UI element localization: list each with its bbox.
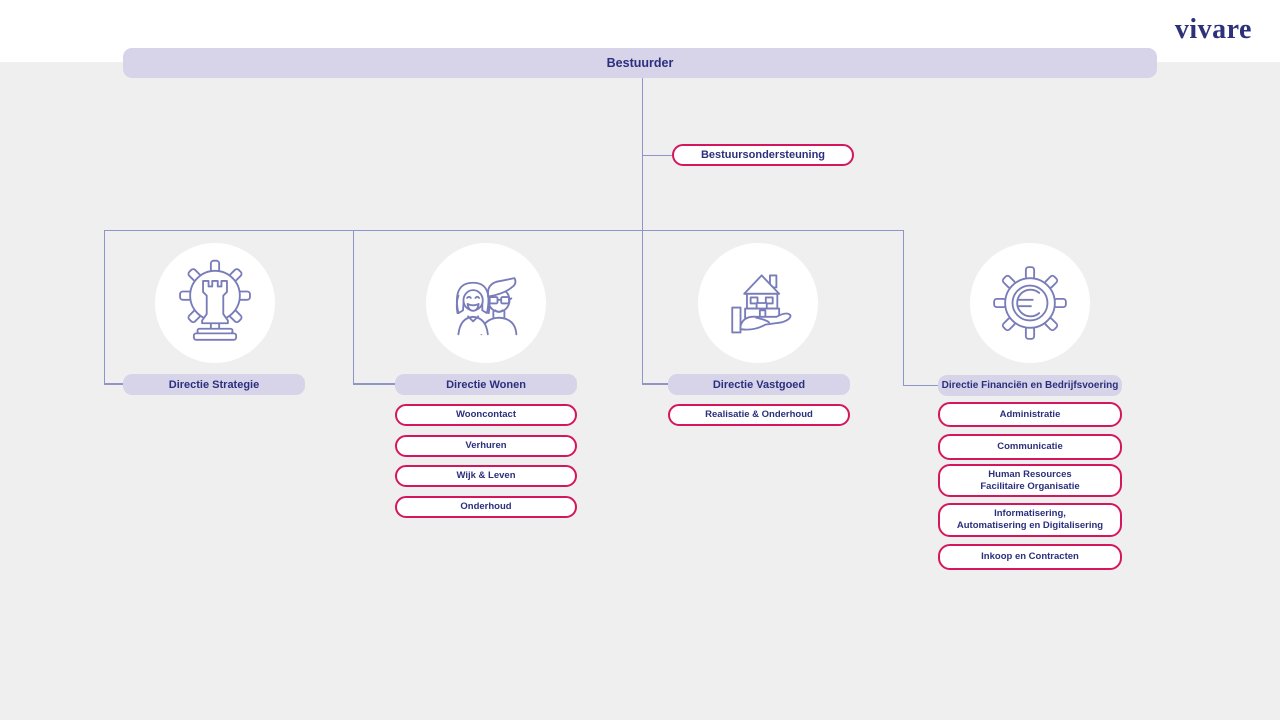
node-verhuren: Verhuren bbox=[395, 434, 577, 457]
node-label: Onderhoud bbox=[460, 500, 512, 512]
node-label: Communicatie bbox=[997, 441, 1063, 453]
branch-label-text: Directie Vastgoed bbox=[712, 378, 806, 391]
node-label: Wooncontact bbox=[456, 409, 516, 421]
couple-icon bbox=[440, 256, 532, 350]
connector-staff bbox=[643, 154, 672, 156]
node-human-resources-facilitaire-organisatie: Human Resources Facilitaire Organisatie bbox=[938, 464, 1122, 497]
node-label: Inkoop en Contracten bbox=[981, 551, 1079, 563]
branch-label-text: Directie Wonen bbox=[446, 378, 526, 391]
node-realisatie-onderhoud: Realisatie & Onderhoud bbox=[668, 404, 850, 426]
connector-stem bbox=[641, 78, 643, 384]
root-node-bestuurder: Bestuurder bbox=[123, 48, 1157, 78]
connector-elbow-wonen bbox=[352, 383, 396, 385]
node-label: Wijk & Leven bbox=[456, 470, 516, 482]
staff-node-bestuursondersteuning: Bestuursondersteuning bbox=[672, 144, 854, 166]
node-wooncontact: Wooncontact bbox=[395, 404, 577, 426]
node-label: Informatisering, Automatisering en Digit… bbox=[956, 508, 1104, 531]
branch-label-text: Directie Financiën en Bedrijfsvoering bbox=[941, 380, 1119, 391]
vivare-logo: vivare bbox=[1174, 14, 1252, 45]
connector-elbow-vastgoed bbox=[641, 383, 669, 385]
circle-strategie bbox=[155, 243, 275, 363]
circle-vastgoed bbox=[698, 243, 818, 363]
node-label: Human Resources Facilitaire Organisatie bbox=[980, 468, 1080, 492]
node-wijk-en-leven: Wijk & Leven bbox=[395, 465, 577, 487]
branch-label-strategie: Directie Strategie bbox=[123, 374, 305, 395]
node-label: Realisatie & Onderhoud bbox=[705, 409, 813, 421]
connector-drop-financien bbox=[902, 229, 904, 386]
node-onderhoud: Onderhoud bbox=[395, 495, 577, 518]
staff-label: Bestuursondersteuning bbox=[700, 149, 826, 161]
node-informatisering-automatisering-digitalisering: Informatisering, Automatisering en Digit… bbox=[938, 503, 1122, 537]
node-administratie: Administratie bbox=[938, 402, 1122, 427]
node-communicatie: Communicatie bbox=[938, 434, 1122, 460]
connector-drop-strategie bbox=[103, 229, 105, 384]
root-label: Bestuurder bbox=[606, 56, 674, 70]
branch-label-vastgoed: Directie Vastgoed bbox=[668, 374, 850, 395]
branch-label-financien: Directie Financiën en Bedrijfsvoering bbox=[938, 375, 1122, 396]
connector-elbow-strategie bbox=[103, 383, 124, 385]
branch-label-wonen: Directie Wonen bbox=[395, 374, 577, 395]
connector-drop-wonen bbox=[352, 229, 354, 384]
gear-euro-icon bbox=[984, 256, 1076, 350]
node-label: Verhuren bbox=[465, 439, 507, 451]
node-inkoop-en-contracten: Inkoop en Contracten bbox=[938, 544, 1122, 570]
circle-financien bbox=[970, 243, 1090, 363]
node-label: Administratie bbox=[999, 408, 1061, 420]
circle-wonen bbox=[426, 243, 546, 363]
gear-rook-icon bbox=[169, 256, 261, 350]
connector-elbow-financien bbox=[902, 384, 939, 386]
house-in-hand-icon bbox=[712, 256, 804, 350]
branch-label-text: Directie Strategie bbox=[168, 378, 260, 391]
connector-horizontal bbox=[104, 229, 904, 231]
